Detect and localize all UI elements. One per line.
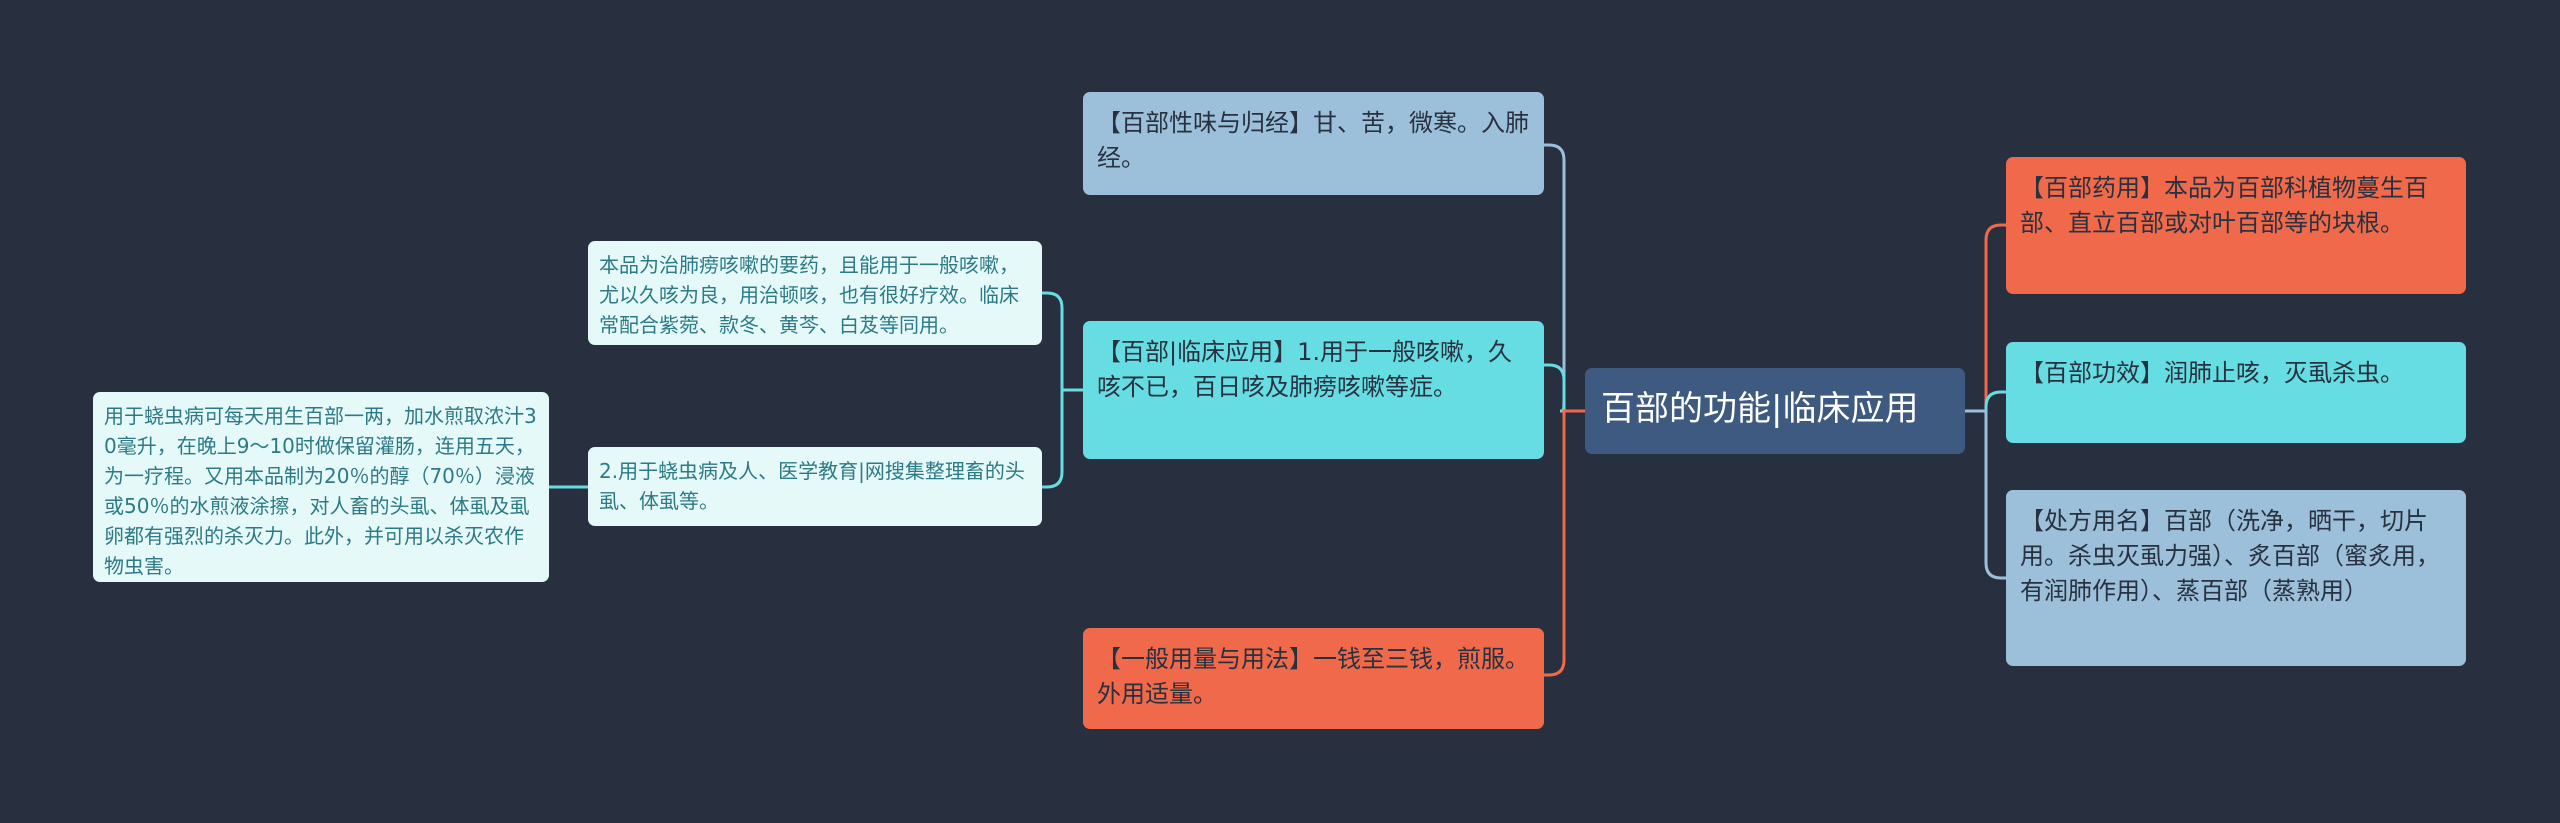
branch-efficacy[interactable]: 【百部功效】润肺止咳，灭虱杀虫。: [2006, 342, 2466, 443]
connector-root-nature: [1542, 143, 1585, 413]
branch-clinical-use[interactable]: 【百部|临床应用】1.用于一般咳嗽，久咳不已，百日咳及肺痨咳嗽等症。: [1083, 321, 1544, 459]
clinical-child-cough[interactable]: 本品为治肺痨咳嗽的要药，且能用于一般咳嗽，尤以久咳为良，用治顿咳，也有很好疗效。…: [588, 241, 1042, 345]
connector-root-source: [1965, 223, 2006, 413]
root-node[interactable]: 百部的功能|临床应用: [1585, 368, 1965, 454]
parasite-detail[interactable]: 用于蛲虫病可每天用生百部一两，加水煎取浓汁30毫升，在晚上9～10时做保留灌肠，…: [93, 392, 549, 582]
branch-nature-meridian[interactable]: 【百部性味与归经】甘、苦，微寒。入肺经。: [1083, 92, 1544, 195]
branch-prescription[interactable]: 【处方用名】百部（洗净，晒干，切片用。杀虫灭虱力强）、炙百部（蜜炙用，有润肺作用…: [2006, 490, 2466, 666]
connector-root-clinical: [1542, 363, 1585, 413]
connector-root-efficacy: [1965, 390, 2006, 413]
connector-clinical-cough: [1042, 291, 1083, 392]
branch-dosage[interactable]: 【一般用量与用法】一钱至三钱，煎服。外用适量。: [1083, 628, 1544, 729]
connector-root-prescription: [1965, 409, 2006, 580]
branch-source[interactable]: 【百部药用】本品为百部科植物蔓生百部、直立百部或对叶百部等的块根。: [2006, 157, 2466, 294]
connector-clinical-parasite: [1042, 388, 1083, 489]
clinical-child-parasite[interactable]: 2.用于蛲虫病及人、医学教育|网搜集整理畜的头虱、体虱等。: [588, 447, 1042, 526]
connector-root-dosage: [1542, 409, 1585, 677]
